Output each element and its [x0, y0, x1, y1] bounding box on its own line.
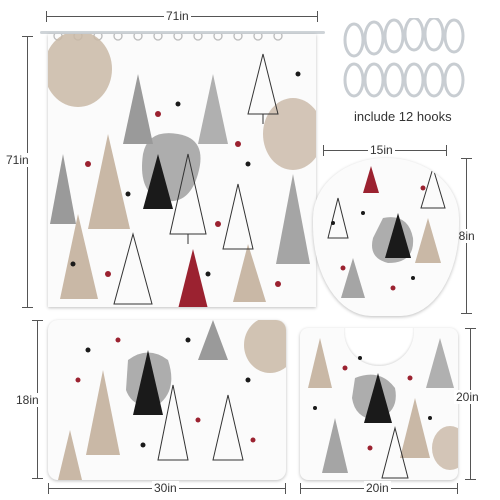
bath-mat-height-tick-top — [32, 320, 43, 321]
hooks-caption: include 12 hooks — [352, 109, 454, 124]
contour-mat-height-label: 20in — [454, 390, 481, 404]
bath-mat-width-tick-right — [285, 483, 286, 494]
bath-mat-width-tick-left — [48, 483, 49, 494]
lid-width-label: 15in — [368, 143, 395, 157]
bath-mat-width-label: 30in — [152, 481, 179, 495]
curtain-width-label: 71in — [164, 9, 191, 23]
lid-width-tick-left — [323, 145, 324, 156]
contour-mat-width-label: 20in — [364, 481, 391, 495]
curtain-hooks-icon — [343, 18, 465, 98]
bath-mat-pattern — [58, 320, 286, 480]
contour-mat-width-tick-right — [457, 483, 458, 494]
curtain-height-tick-bottom — [22, 307, 33, 308]
lid-width-tick-right — [446, 145, 447, 156]
curtain-height-tick-top — [22, 36, 33, 37]
curtain-rod — [40, 31, 325, 34]
lid-cover-pattern — [327, 166, 446, 298]
curtain-height-dimension-line — [27, 36, 28, 308]
contour-mat — [300, 328, 458, 480]
contour-mat-height-tick-top — [465, 328, 476, 329]
contour-mat-pattern — [308, 338, 458, 479]
curtain-pattern — [48, 34, 316, 307]
lid-height-tick-top — [461, 158, 472, 159]
contour-mat-height-tick-bottom — [465, 479, 476, 480]
contour-mat-height-dimension-line — [470, 328, 471, 480]
shower-curtain — [48, 34, 316, 307]
curtain-width-tick-right — [317, 11, 318, 22]
bath-mat-height-label: 18in — [14, 393, 41, 407]
curtain-width-tick-left — [46, 11, 47, 22]
contour-mat-width-tick-left — [300, 483, 301, 494]
lid-height-tick-bottom — [461, 313, 472, 314]
curtain-height-label: 71in — [4, 153, 31, 167]
toilet-lid-cover — [313, 158, 459, 316]
bath-mat — [48, 320, 286, 480]
bath-mat-height-tick-bottom — [32, 478, 43, 479]
